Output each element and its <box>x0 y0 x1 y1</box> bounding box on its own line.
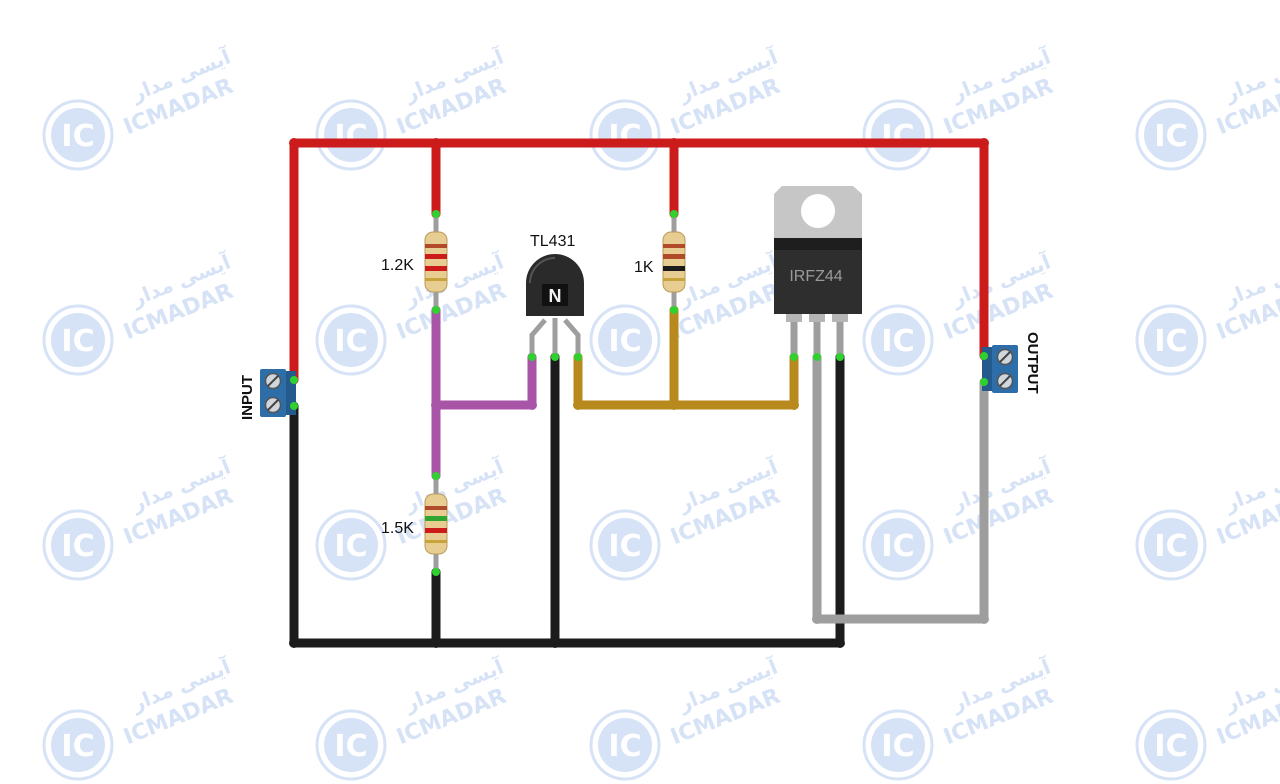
resistor-r2 <box>424 472 448 576</box>
svg-text:IC: IC <box>881 119 914 154</box>
resistor-r3 <box>662 210 686 314</box>
svg-text:IC: IC <box>1154 529 1187 564</box>
r2-value-label: 1.5K <box>381 520 414 537</box>
irfz44-label: IRFZ44 <box>789 268 842 285</box>
svg-text:IC: IC <box>1154 324 1187 359</box>
junction <box>835 638 845 648</box>
svg-text:IC: IC <box>608 729 641 764</box>
ground-wire <box>289 352 845 648</box>
svg-text:IC: IC <box>608 529 641 564</box>
input-terminal <box>260 369 298 417</box>
svg-text:IC: IC <box>881 729 914 764</box>
junction <box>289 638 299 648</box>
junction <box>550 638 560 648</box>
reference-wire-tl431 <box>431 352 537 410</box>
svg-text:IC: IC <box>61 729 94 764</box>
svg-text:IC: IC <box>334 119 367 154</box>
svg-text:IC: IC <box>61 119 94 154</box>
gate-wire <box>573 352 799 410</box>
junction <box>289 138 299 148</box>
svg-text:IC: IC <box>881 324 914 359</box>
irfz44-mosfet: IRFZ44 <box>774 186 862 361</box>
r1-value-label: 1.2K <box>381 257 414 274</box>
junction <box>431 638 441 648</box>
resistor-r1 <box>424 210 448 314</box>
tl431-mark: N <box>549 286 562 306</box>
svg-text:IC: IC <box>334 529 367 564</box>
wires <box>289 138 989 648</box>
tl431-regulator: N <box>526 254 584 361</box>
junction <box>812 614 822 624</box>
svg-text:IC: IC <box>1154 729 1187 764</box>
junction <box>979 614 989 624</box>
svg-text:IC: IC <box>881 529 914 564</box>
output-label: OUTPUT <box>1024 332 1041 394</box>
junction <box>669 138 679 148</box>
svg-text:IC: IC <box>61 529 94 564</box>
svg-text:IC: IC <box>61 324 94 359</box>
svg-text:IC: IC <box>334 324 367 359</box>
junction <box>789 400 799 410</box>
output-terminal <box>980 345 1018 393</box>
svg-text:IC: IC <box>608 324 641 359</box>
tl431-label: TL431 <box>530 233 575 250</box>
drain-wire <box>812 352 989 624</box>
svg-text:IC: IC <box>608 119 641 154</box>
junction <box>527 400 537 410</box>
r3-value-label: 1K <box>634 259 654 276</box>
input-label: INPUT <box>239 375 256 420</box>
junctions <box>289 138 989 648</box>
junction <box>979 138 989 148</box>
junction <box>573 400 583 410</box>
junction <box>669 400 679 410</box>
junction <box>431 400 441 410</box>
junction <box>431 138 441 148</box>
svg-text:IC: IC <box>334 729 367 764</box>
svg-text:IC: IC <box>1154 119 1187 154</box>
